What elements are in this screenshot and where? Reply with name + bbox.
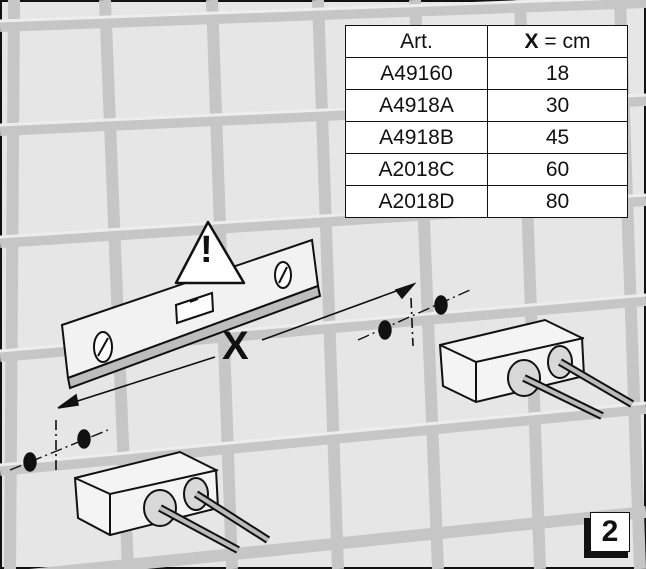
header-x-unit: = cm [538, 29, 591, 53]
step-badge-shadow [584, 518, 592, 558]
header-art: Art. [345, 25, 488, 58]
step-badge-shadow-bottom [584, 550, 628, 558]
drill-hole-icon [9, 289, 471, 472]
table-row: A4918B 45 [345, 121, 628, 154]
row-art: A4918A [345, 89, 488, 122]
table-row: A4918A 30 [345, 89, 628, 122]
spirit-level-icon [60, 238, 322, 390]
table-row: A2018C 60 [345, 153, 628, 186]
row-x: 30 [487, 89, 628, 122]
header-x-symbol: X [524, 29, 539, 53]
header-x: X = cm [487, 25, 628, 58]
row-art: A2018C [345, 153, 488, 186]
step-number-badge: 2 [590, 512, 630, 552]
dimension-arrow-icon [55, 282, 417, 472]
row-x: 18 [487, 57, 628, 90]
wall-bracket-icon [73, 450, 271, 554]
row-art: A2018D [345, 185, 488, 218]
article-size-table: Art. X = cm A49160 18 A4918A 30 A4918B 4… [345, 25, 628, 218]
row-x: 60 [487, 153, 628, 186]
row-x: 45 [487, 121, 628, 154]
warning-exclamation: ! [200, 229, 213, 271]
wall-bracket-icon-right [438, 318, 635, 420]
warning-triangle-icon [174, 220, 246, 285]
table-row: A49160 18 [345, 57, 628, 90]
row-art: A49160 [345, 57, 488, 90]
row-x: 80 [487, 185, 628, 218]
row-art: A4918B [345, 121, 488, 154]
dimension-label: X [222, 324, 249, 368]
table-header-row: Art. X = cm [345, 25, 628, 58]
table-row: A2018D 80 [345, 185, 628, 218]
